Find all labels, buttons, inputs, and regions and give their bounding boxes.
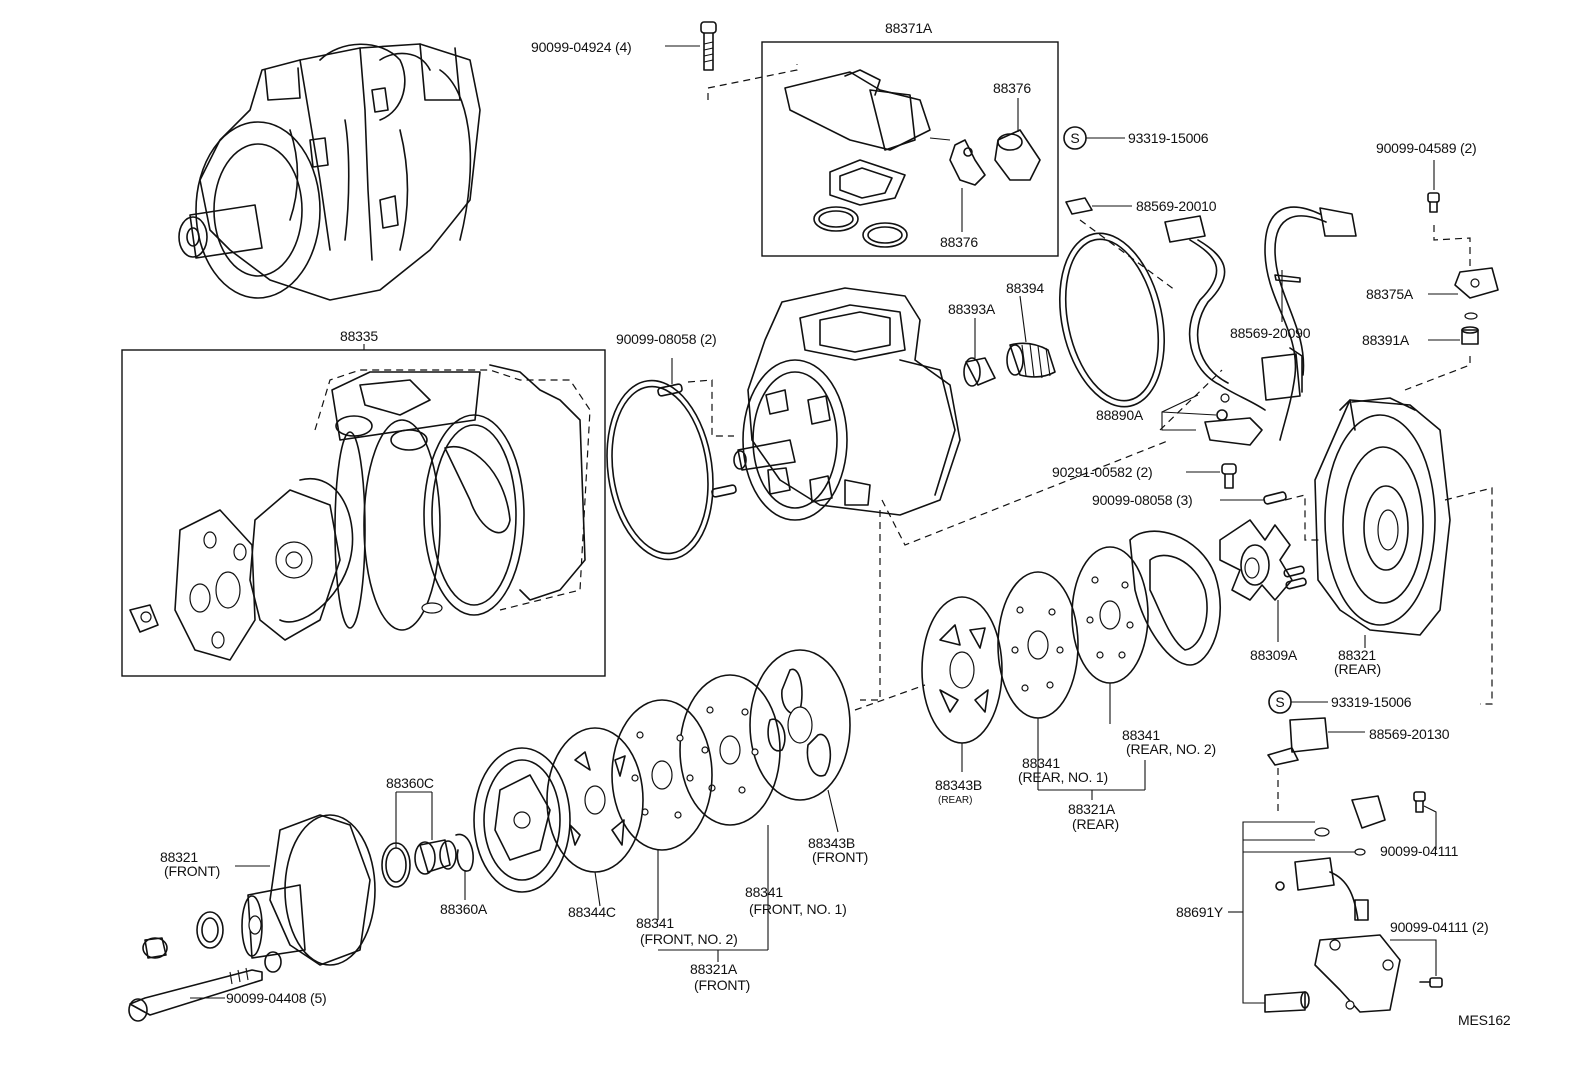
label-88341-front-2: 88341 [636, 915, 674, 931]
label-88343B-front: 88343B [808, 835, 855, 851]
label-88360A: 88360A [440, 901, 488, 917]
front-housing-88321-illustration [128, 814, 376, 1022]
label-88360C: 88360C [386, 775, 434, 791]
label-88344C: 88344C [568, 904, 616, 920]
figure-code: MES162 [1458, 1012, 1511, 1028]
clip-88569-20130-illustration [1267, 717, 1365, 812]
compressor-assembly-illustration [178, 43, 481, 301]
label-93319-15006-bottom: 93319-15006 [1331, 694, 1412, 710]
part-labels: 88371A 90099-04924 (4) 88376 88376 93319… [160, 20, 1511, 1028]
label-88321-front: 88321 [160, 849, 198, 865]
compressor-housing-illustration [733, 287, 1171, 701]
label-88309A: 88309A [1250, 647, 1298, 663]
label-90099-04924: 90099-04924 (4) [531, 39, 632, 55]
label-90291-00582: 90291-00582 (2) [1052, 464, 1153, 480]
label-88569-20130: 88569-20130 [1369, 726, 1450, 742]
label-90099-04589: 90099-04589 (2) [1376, 140, 1477, 156]
wire-harness-illustration [1159, 206, 1357, 441]
label-88393A: 88393A [948, 301, 996, 317]
label-88691Y: 88691Y [1176, 904, 1224, 920]
label-88335: 88335 [340, 328, 378, 344]
label-88371A: 88371A [885, 20, 933, 36]
label-88569-20090: 88569-20090 [1230, 325, 1311, 341]
spring-88394-illustration [1006, 295, 1056, 379]
label-88343B-rear: 88343B [935, 777, 982, 793]
cover-88375A-illustration [1404, 160, 1499, 391]
rear-plate-bracket-lines [1037, 683, 1146, 800]
label-88321A-front: 88321A [690, 961, 738, 977]
label-88394: 88394 [1006, 280, 1044, 296]
bolt-90291-00582-illustration [1186, 463, 1237, 489]
label-88321-front-sub: (FRONT) [164, 863, 220, 879]
label-90099-04111: 90099-04111 [1380, 843, 1459, 859]
valve-kit-88371A-group [707, 41, 1059, 257]
label-88391A: 88391A [1362, 332, 1410, 348]
seal-88360-illustration [381, 791, 474, 900]
rear-valve-plates-illustration [854, 530, 1221, 772]
s-mark-bottom: S [1268, 690, 1328, 714]
label-88321A-front-sub: (FRONT) [694, 977, 750, 993]
cylinder-kit-88335-group [121, 344, 606, 677]
s-mark-bottom-letter: S [1275, 694, 1284, 710]
gasket-ring-center [606, 379, 714, 561]
drive-plate-88309A-illustration [1219, 519, 1293, 642]
label-88376-bottom: 88376 [940, 234, 978, 250]
rear-housing-88321-illustration [1314, 397, 1493, 705]
label-88321A-rear: 88321A [1068, 801, 1116, 817]
label-88321A-rear-sub: (REAR) [1072, 816, 1119, 832]
label-88375A: 88375A [1366, 286, 1414, 302]
s-mark-top-letter: S [1070, 130, 1079, 146]
bolt-90099-04924-illustration [665, 21, 717, 71]
fitting-88393A-illustration [963, 318, 996, 387]
label-88376-top: 88376 [993, 80, 1031, 96]
label-88341-front-1-sub: (FRONT, NO. 1) [749, 901, 847, 917]
o-ring-large-right [1058, 232, 1166, 408]
sensor-88890A-illustration [1161, 393, 1263, 446]
label-88343B-front-sub: (FRONT) [812, 849, 868, 865]
label-88341-front-2-sub: (FRONT, NO. 2) [640, 931, 738, 947]
label-90099-08058-3: 90099-08058 (3) [1092, 492, 1193, 508]
label-90099-04111-2: 90099-04111 (2) [1390, 919, 1488, 935]
label-90099-08058-2: 90099-08058 (2) [616, 331, 717, 347]
label-88890A: 88890A [1096, 407, 1144, 423]
pin-90099-08058-2-illustration [657, 358, 737, 498]
s-mark-top: S [1063, 126, 1125, 150]
label-88321-rear: 88321 [1338, 647, 1376, 663]
clip-88569-20010-illustration [1065, 197, 1176, 291]
switch-88691Y-illustration [1228, 791, 1443, 1013]
label-88341-front-1: 88341 [745, 884, 783, 900]
label-88343B-rear-sub: (REAR) [938, 795, 972, 806]
label-88341-rear-2-sub: (REAR, NO. 2) [1126, 741, 1216, 757]
front-valve-plates-illustration [473, 649, 851, 962]
label-88341-rear-2: 88341 [1122, 727, 1160, 743]
label-88321-rear-sub: (REAR) [1334, 661, 1381, 677]
label-93319-15006-top: 93319-15006 [1128, 130, 1209, 146]
pin-90099-08058-3-illustration [1220, 491, 1322, 590]
label-88569-20010: 88569-20010 [1136, 198, 1217, 214]
label-88341-rear-1-sub: (REAR, NO. 1) [1018, 769, 1108, 785]
label-88341-rear-1: 88341 [1022, 755, 1060, 771]
label-90099-04408: 90099-04408 (5) [226, 990, 327, 1006]
